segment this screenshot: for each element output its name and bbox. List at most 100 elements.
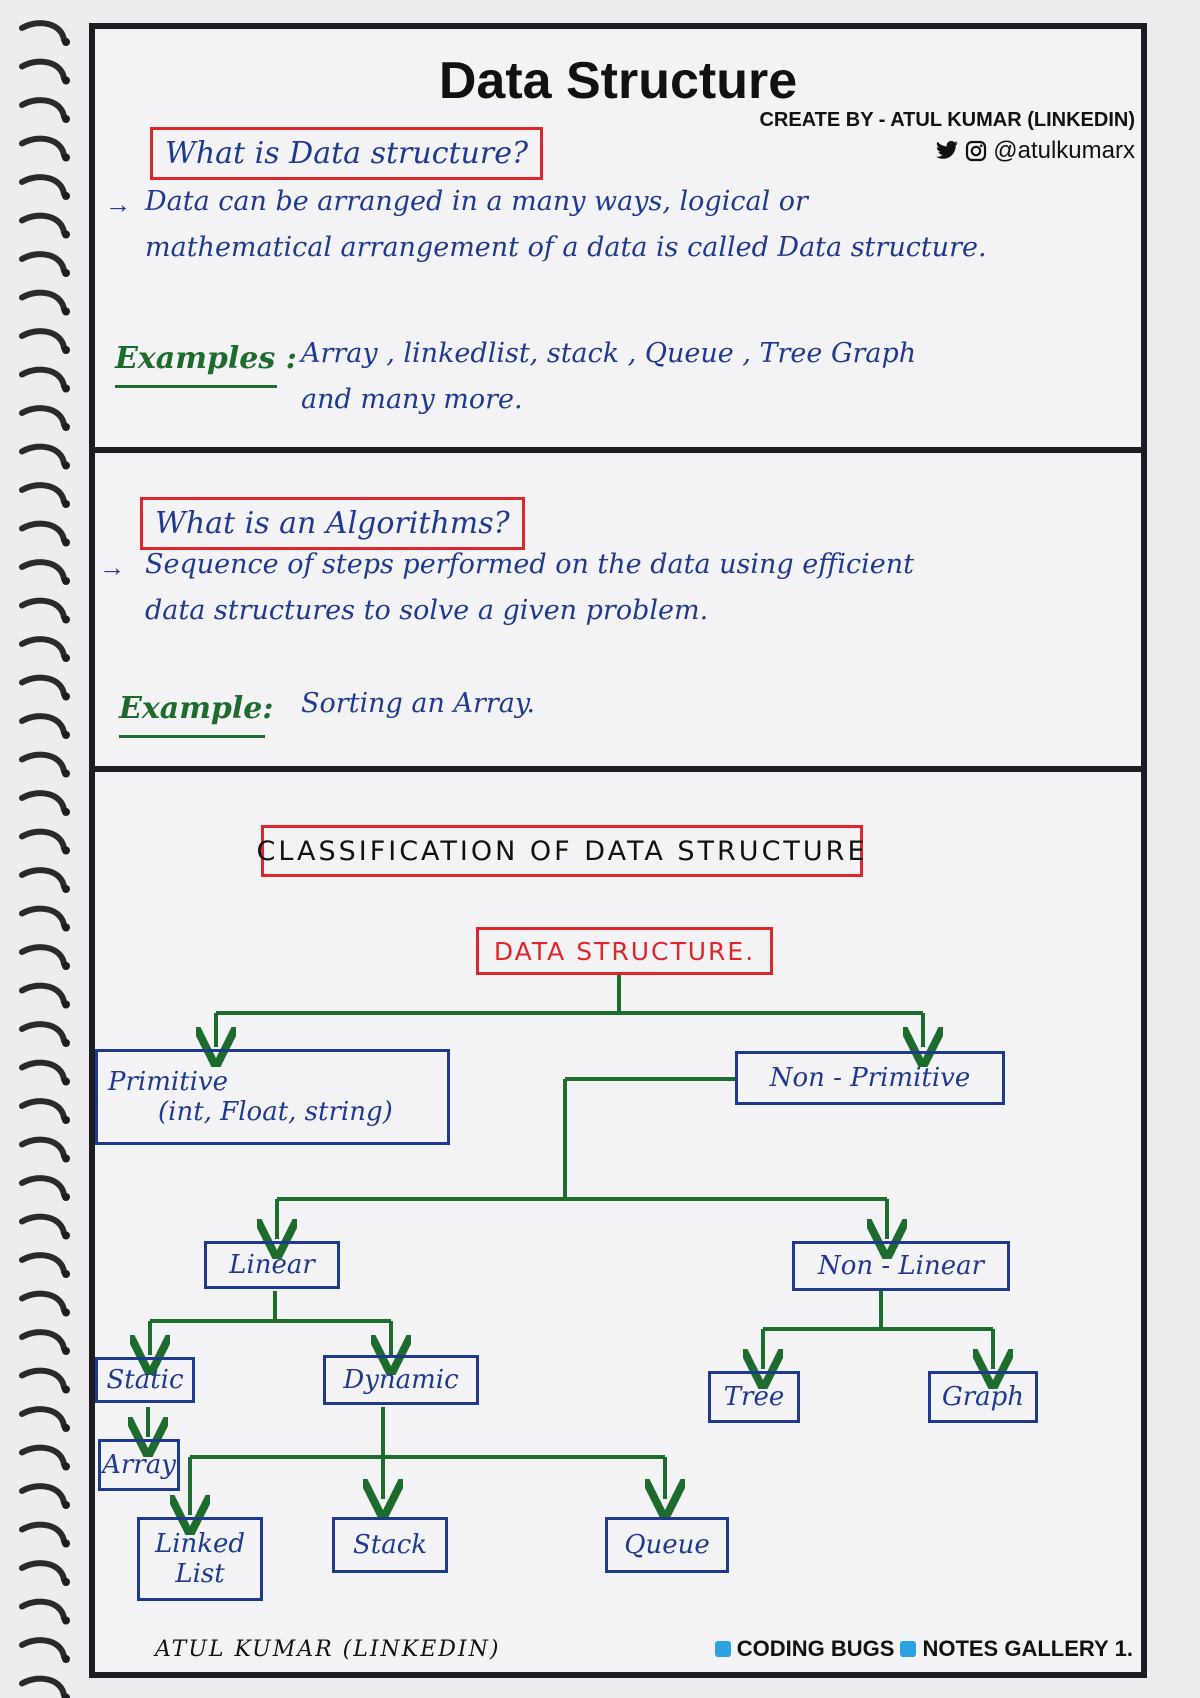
examples-text: Array , linkedlist, stack , Queue , Tree… xyxy=(301,331,916,423)
binding-hole xyxy=(62,384,70,393)
spiral-ring xyxy=(19,1521,67,1545)
footer-author: ATUL KUMAR (LINKEDIN) xyxy=(155,1637,501,1662)
arrow-bullet-icon: → xyxy=(105,189,131,219)
telegram-icon xyxy=(714,1641,731,1657)
spiral-ring xyxy=(19,251,67,274)
static-node: Static xyxy=(95,1357,195,1403)
spiral-ring xyxy=(19,366,67,390)
array-node: Array xyxy=(98,1439,180,1491)
binding-hole xyxy=(62,692,70,701)
binding-hole xyxy=(62,654,70,662)
spiral-ring xyxy=(19,597,67,621)
page-number: 1. xyxy=(1114,1636,1133,1661)
binding-hole xyxy=(62,423,70,431)
binding-hole xyxy=(62,1077,70,1086)
section-divider xyxy=(95,447,1141,453)
binding-hole xyxy=(62,153,70,162)
graph-node: Graph xyxy=(928,1371,1038,1423)
binding-hole xyxy=(62,76,70,85)
binding-hole xyxy=(62,1424,70,1432)
binding-hole xyxy=(62,1039,70,1047)
binding-hole xyxy=(62,1308,70,1317)
binding-hole xyxy=(62,1193,70,1201)
notebook-page: Data Structure CREATE BY - ATUL KUMAR (L… xyxy=(89,23,1147,1678)
binding-hole xyxy=(62,500,70,508)
question-data-structure: What is Data structure? xyxy=(150,127,544,180)
binding-hole xyxy=(62,538,70,547)
algorithm-line-1: Sequence of steps performed on the data … xyxy=(145,549,914,580)
binding-hole xyxy=(62,769,70,778)
definition-line-1: Data can be arranged in a many ways, log… xyxy=(145,186,808,217)
classification-connectors xyxy=(95,975,1141,1672)
binding-hole xyxy=(62,1462,70,1471)
spiral-ring xyxy=(19,328,67,351)
binding-hole xyxy=(62,1693,70,1698)
spiral-ring xyxy=(19,443,67,467)
spiral-ring xyxy=(19,790,67,813)
spiral-ring xyxy=(19,751,67,775)
spiral-ring xyxy=(19,1098,67,1121)
arrow-bullet-icon: → xyxy=(99,552,125,582)
binding-hole xyxy=(62,1385,70,1394)
spiral-ring xyxy=(19,405,67,428)
examples-label: Examples : xyxy=(115,341,297,376)
non-primitive-node: Non - Primitive xyxy=(735,1051,1005,1105)
primitive-node: Primitive (int, Float, string) xyxy=(95,1049,450,1145)
binding-hole xyxy=(62,38,70,46)
spiral-ring xyxy=(19,212,67,236)
spiral-ring xyxy=(19,482,67,505)
spiral-ring xyxy=(19,1213,67,1237)
telegram-icon xyxy=(900,1641,917,1657)
spiral-ring xyxy=(19,1252,67,1275)
binding-hole xyxy=(62,1270,70,1278)
spiral-ring xyxy=(19,1021,67,1044)
binding-hole xyxy=(62,1154,70,1163)
footer-channels: CODING BUGS NOTES GALLERY 1. xyxy=(714,1636,1133,1662)
spiral-ring xyxy=(19,1483,67,1506)
spiral-ring xyxy=(19,713,67,736)
binding-hole xyxy=(62,1655,70,1663)
binding-hole xyxy=(62,846,70,855)
spiral-ring xyxy=(19,559,67,582)
spiral-ring xyxy=(19,58,67,82)
page-title: Data Structure xyxy=(438,52,798,110)
definition-text: Data can be arranged in a many ways, log… xyxy=(145,179,987,271)
binding-hole xyxy=(62,269,70,277)
example-text: Sorting an Array. xyxy=(301,688,536,719)
spiral-ring xyxy=(19,1598,67,1622)
binding-hole xyxy=(62,962,70,970)
binding-hole xyxy=(62,1000,70,1009)
linked-list-line-1: Linked xyxy=(154,1529,246,1559)
spiral-ring xyxy=(19,1560,67,1583)
example-underline xyxy=(119,735,265,738)
binding-hole xyxy=(62,1347,70,1355)
examples-line-1: Array , linkedlist, stack , Queue , Tree… xyxy=(301,338,917,369)
examples-line-2: and many more. xyxy=(301,384,523,415)
algorithm-line-2: data structures to solve a given problem… xyxy=(145,595,709,626)
binding-hole xyxy=(62,885,70,893)
binding-hole xyxy=(62,307,70,316)
primitive-label: Primitive xyxy=(108,1067,229,1097)
examples-underline xyxy=(115,385,277,388)
spiral-ring xyxy=(19,1290,67,1314)
spiral-ring xyxy=(19,135,67,159)
binding-hole xyxy=(62,1501,70,1509)
instagram-icon xyxy=(966,140,987,162)
spiral-ring xyxy=(19,1675,67,1698)
binding-hole xyxy=(62,1231,70,1240)
binding-hole xyxy=(62,115,70,123)
example-label: Example: xyxy=(119,691,274,726)
spiral-ring xyxy=(19,520,67,544)
spiral-ring xyxy=(19,944,67,967)
algorithm-definition: Sequence of steps performed on the data … xyxy=(145,542,914,634)
binding-hole xyxy=(62,1116,70,1124)
spiral-ring xyxy=(19,674,67,698)
spiral-ring xyxy=(19,1367,67,1391)
binding-hole xyxy=(62,731,70,739)
spiral-ring xyxy=(19,982,67,1006)
handle-text: @atulkumarx xyxy=(993,137,1135,164)
section-divider xyxy=(95,766,1141,772)
spiral-ring xyxy=(19,289,67,313)
spiral-ring xyxy=(19,636,67,659)
binding-hole xyxy=(62,230,70,239)
